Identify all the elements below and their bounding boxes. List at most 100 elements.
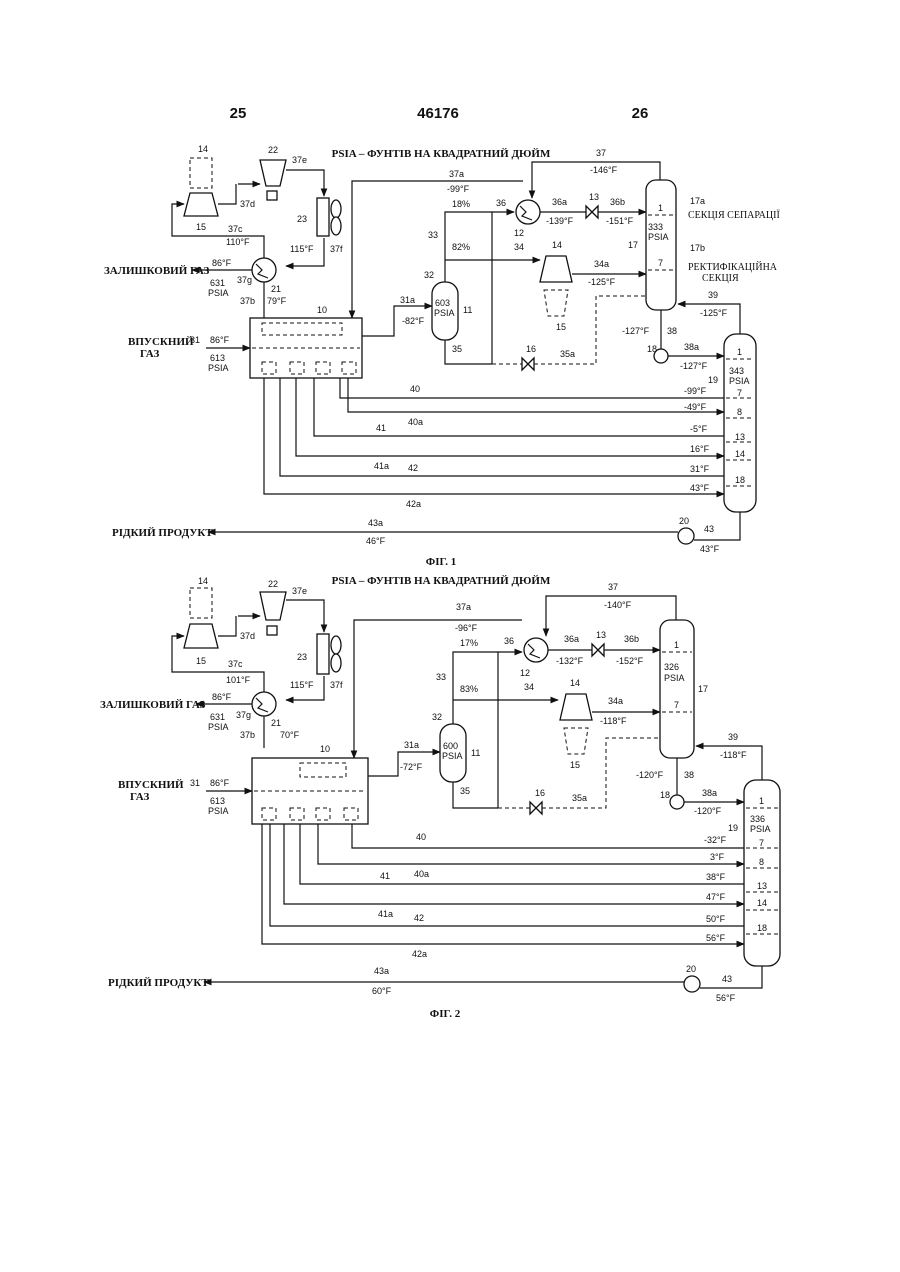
- side-42: 50°F: [706, 914, 726, 924]
- t-38-2: -120°F: [636, 770, 664, 780]
- t-37-1: -146°F: [590, 165, 618, 175]
- tag-22: 22: [268, 145, 278, 155]
- tag-38: 38: [667, 326, 677, 336]
- tag-37d: 37d: [240, 631, 255, 641]
- tray-7: 7: [759, 838, 764, 848]
- tag-15b: 15: [570, 760, 580, 770]
- tag-36: 36: [496, 198, 506, 208]
- tag-20: 20: [686, 964, 696, 974]
- t-37b-1: 79°F: [267, 296, 287, 306]
- tag-22: 22: [268, 579, 278, 589]
- side-40: -32°F: [704, 835, 727, 845]
- tag-23: 23: [297, 652, 307, 662]
- fig2-psia-note: PSIA – ФУНТІВ НА КВАДРАТНИЙ ДЮЙМ: [332, 575, 551, 587]
- tag-31: 31: [190, 778, 200, 788]
- tag-40: 40: [410, 384, 420, 394]
- exchanger-12: [524, 638, 548, 662]
- inlet-temp-1: 86°F: [210, 335, 230, 345]
- tray-14: 14: [735, 449, 745, 459]
- line-36: [498, 652, 522, 808]
- fig2-inlet-2: ГАЗ: [130, 791, 149, 803]
- tag-33: 33: [428, 230, 438, 240]
- t-37a-2: -96°F: [455, 623, 478, 633]
- fig1-rectifying-1: РЕКТИФІКАЦІЙНА: [688, 261, 778, 273]
- tag-34a: 34a: [608, 696, 623, 706]
- tag-21: 21: [271, 718, 281, 728]
- tag-36b: 36b: [610, 197, 625, 207]
- tray-1: 1: [737, 347, 742, 357]
- tag-21: 21: [271, 284, 281, 294]
- inlet-press-2: 613: [210, 796, 225, 806]
- patent-number: 46176: [417, 105, 459, 122]
- line-40a: [348, 378, 724, 412]
- line-40a: [318, 824, 744, 864]
- tag-31: 31: [190, 335, 200, 345]
- fig1-rectifying-2: СЕКЦІЯ: [702, 273, 739, 284]
- split-83: 83%: [460, 684, 478, 694]
- tag-36a: 36a: [564, 634, 579, 644]
- residue-temp-1: 86°F: [212, 258, 232, 268]
- residue-press-1: 631: [210, 278, 225, 288]
- t-37f-2: 115°F: [290, 680, 314, 690]
- tag-37g: 37g: [236, 710, 251, 720]
- tag-42: 42: [414, 913, 424, 923]
- tag-43: 43: [722, 974, 732, 984]
- inlet-temp-2: 86°F: [210, 778, 230, 788]
- compressor-22: [260, 592, 286, 620]
- tag-11: 11: [463, 305, 472, 315]
- t-36b-2: -152°F: [616, 656, 644, 666]
- tag-37d: 37d: [240, 199, 255, 209]
- tag-38a: 38a: [702, 788, 717, 798]
- tray-7: 7: [658, 258, 663, 268]
- t-37c-1: 110°F: [226, 237, 250, 247]
- residue-press-2: 631: [210, 712, 225, 722]
- tag-40a: 40a: [408, 417, 423, 427]
- tag-38: 38: [684, 770, 694, 780]
- t-38-1: -127°F: [622, 326, 650, 336]
- valve-13: [586, 206, 598, 218]
- tag-41a: 41a: [378, 909, 393, 919]
- line-37e: [286, 170, 324, 196]
- t-36a-2: -132°F: [556, 656, 584, 666]
- pump-20: [678, 528, 694, 544]
- side-41: 38°F: [706, 872, 726, 882]
- tag-10: 10: [317, 305, 327, 315]
- line-43: [694, 512, 740, 540]
- tag-14: 14: [198, 576, 208, 586]
- line-37d-b: [218, 184, 236, 204]
- tag-41: 41: [376, 423, 386, 433]
- tag-33: 33: [436, 672, 446, 682]
- tag-35: 35: [452, 344, 462, 354]
- air-cooler-23: [317, 634, 329, 674]
- side-40a: -49°F: [684, 402, 707, 412]
- bot-press-1: 343: [729, 366, 744, 376]
- tag-15: 15: [196, 656, 206, 666]
- tag-39: 39: [728, 732, 738, 742]
- tray-14: 14: [757, 898, 767, 908]
- tag-17b: 17b: [690, 243, 705, 253]
- tag-34: 34: [514, 242, 524, 252]
- t-37b-2: 70°F: [280, 730, 300, 740]
- split-82: 82%: [452, 242, 470, 252]
- t-31a-2: -72°F: [400, 762, 423, 772]
- tag-31a: 31a: [404, 740, 419, 750]
- t-34a-2: -118°F: [600, 716, 627, 726]
- residue-psia-1: PSIA: [208, 288, 229, 298]
- tag-18: 18: [660, 790, 670, 800]
- tag-16: 16: [535, 788, 545, 798]
- tag-35a: 35a: [560, 349, 575, 359]
- bot-psia-2: PSIA: [750, 824, 771, 834]
- tag-32: 32: [432, 712, 442, 722]
- tag-40: 40: [416, 832, 426, 842]
- side-42: 31°F: [690, 464, 710, 474]
- tag-36b: 36b: [624, 634, 639, 644]
- exchanger-12: [516, 200, 540, 224]
- tag-37e: 37e: [292, 586, 307, 596]
- tray-1: 1: [658, 203, 663, 213]
- sep-press-1: 603: [435, 298, 450, 308]
- tag-31a: 31a: [400, 295, 415, 305]
- fig2-residue-gas: ЗАЛИШКОВИЙ ГАЗ: [100, 699, 206, 711]
- sep-psia-1: PSIA: [434, 308, 455, 318]
- expander-14-housing: [190, 158, 212, 188]
- side-40: -99°F: [684, 386, 707, 396]
